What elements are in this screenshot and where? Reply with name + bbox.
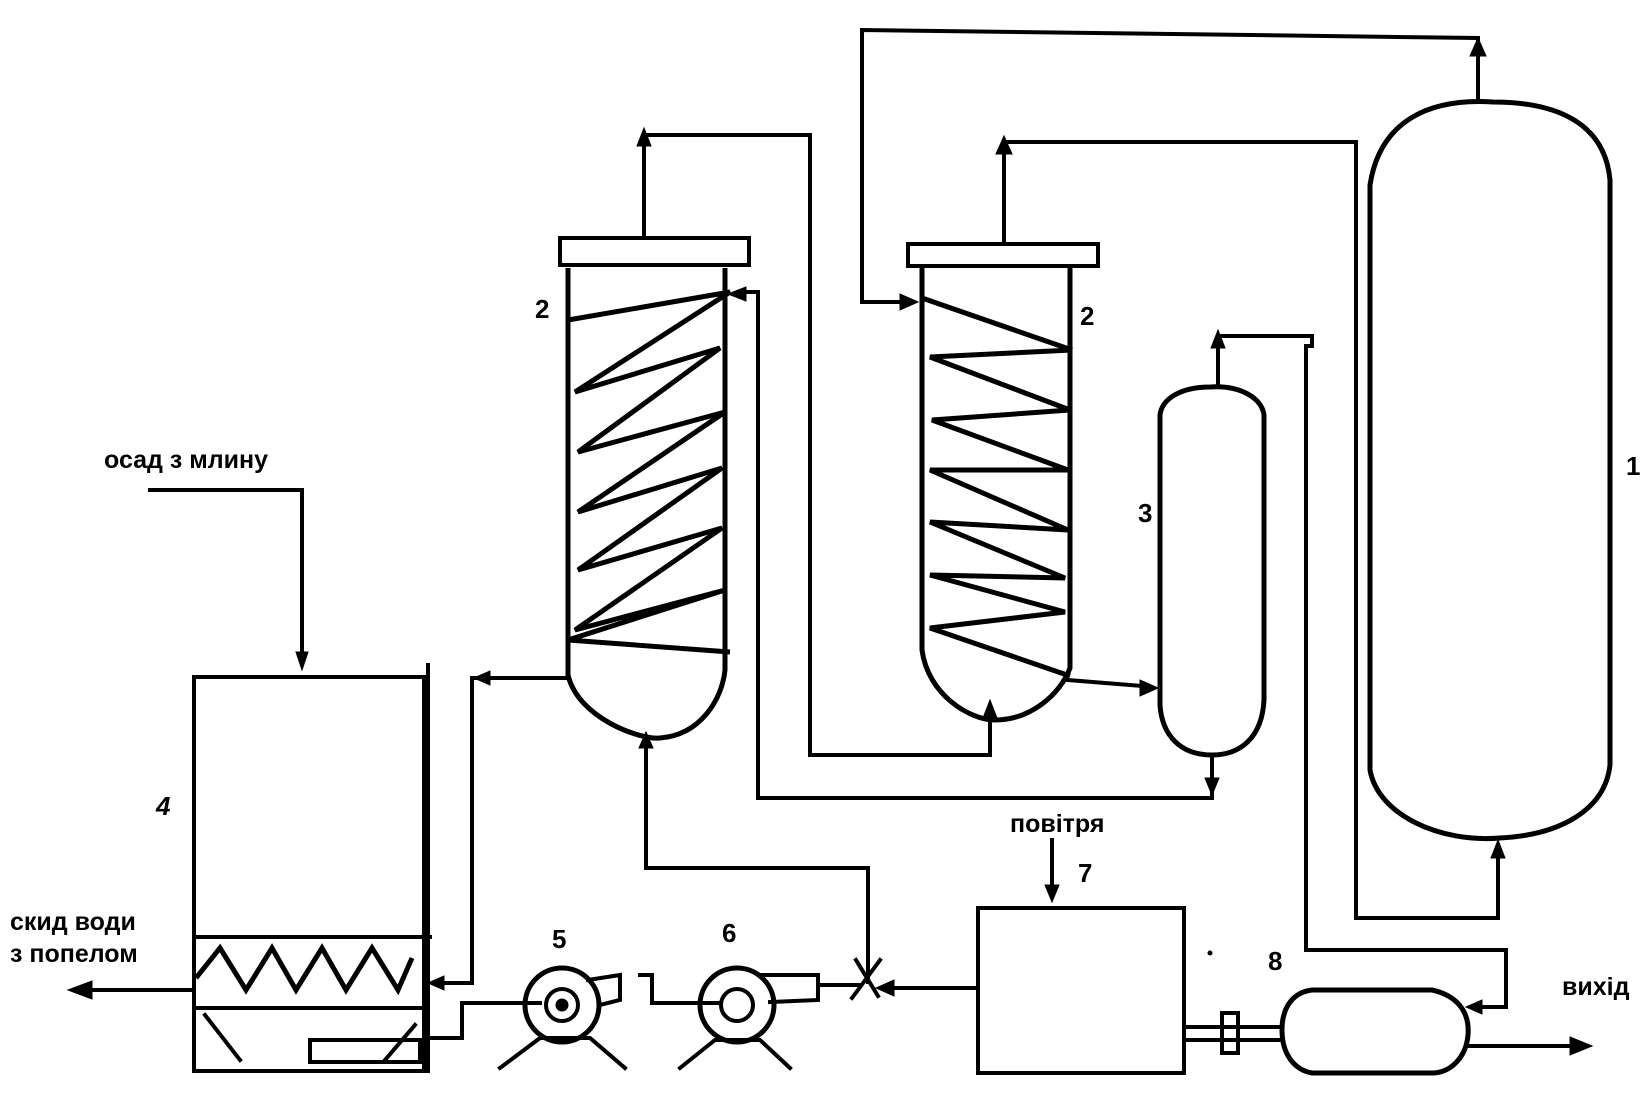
valve: [849, 957, 883, 1001]
pipe-hx-left-to-tank: [434, 676, 570, 985]
label-ash-drain-line1: скид води: [10, 908, 136, 936]
number-pump-6: 6: [722, 918, 736, 948]
heat-exchanger-left-coil: [567, 289, 732, 655]
number-compressor: 7: [1078, 858, 1092, 888]
number-pump-5: 5: [552, 924, 566, 954]
compressor-7: [976, 906, 1186, 1075]
tank-4-coil: [194, 943, 415, 996]
pipe-hx-left-top: [642, 133, 992, 757]
label-sludge-input: осад з млину: [104, 446, 268, 474]
heat-exchanger-left-cap: [558, 236, 751, 267]
pipe-reactor-top-to-hx-right: [860, 27, 1480, 304]
pipe-sludge-input: [148, 488, 304, 662]
heat-exchanger-left: [558, 236, 751, 741]
pump-6: [677, 965, 820, 1071]
heat-exchanger-right: [906, 242, 1100, 723]
separator-3: [1157, 384, 1267, 758]
pipe-valve-to-hx-left: [644, 738, 870, 984]
label-ash-drain-line2: з попелом: [10, 940, 138, 968]
heat-exchanger-right-coil: [921, 295, 1073, 679]
number-heat-exchanger-right: 2: [1080, 301, 1094, 331]
number-heat-exchanger-left: 2: [535, 294, 549, 324]
pipe-hx-right-to-separator: [1065, 677, 1145, 689]
number-tank: 4: [155, 791, 171, 821]
heat-exchanger-right-cap: [906, 242, 1100, 268]
pipe-hx-right-top: [1002, 140, 1500, 920]
tank-4: [192, 663, 432, 1073]
number-turbine: 8: [1268, 946, 1282, 976]
number-reactor-column: 1: [1626, 451, 1640, 481]
pump-5: [497, 965, 628, 1071]
turbine-8: [1184, 987, 1471, 1076]
reactor-column-1: [1367, 99, 1613, 842]
pipe-separator-to-turbine: [1216, 334, 1508, 1009]
pipe-tank-to-pump5: [422, 1001, 542, 1040]
label-air: повітря: [1010, 810, 1104, 838]
pipe-pump5-to-pump6: [638, 973, 722, 1005]
label-exit: вихід: [1562, 973, 1630, 1001]
number-separator: 3: [1138, 498, 1152, 528]
